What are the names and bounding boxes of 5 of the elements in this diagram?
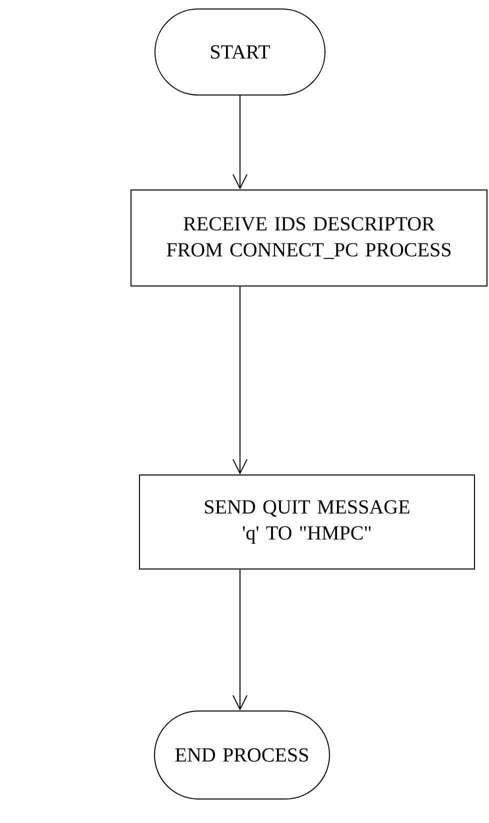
process-box: SEND QUIT MESSAGE 'q' TO "HMPC" — [139, 474, 475, 570]
arrow — [232, 569, 248, 710]
arrow — [232, 95, 248, 190]
process-box: RECEIVE IDS DESCRIPTOR FROM CONNECT_PC PROCESS — [130, 190, 488, 286]
arrow — [232, 286, 248, 474]
